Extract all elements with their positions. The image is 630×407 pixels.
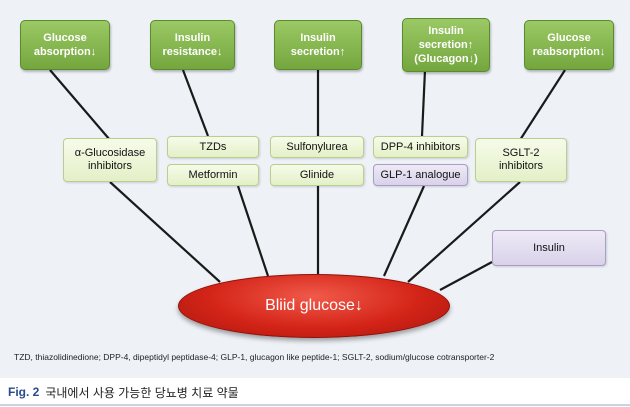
caption-divider xyxy=(0,404,630,406)
drug-glp1-analogue: GLP-1 analogue xyxy=(373,164,468,186)
connector-reabsorption-top xyxy=(519,69,566,141)
diagram-panel: Glucose absorption↓ Insulin resistance↓ … xyxy=(0,0,630,378)
figure-number: Fig. 2 xyxy=(8,385,40,399)
drug-alpha-glucosidase-inhibitors: α-Glucosidase inhibitors xyxy=(63,138,157,182)
center-label: Bliid glucose↓ xyxy=(265,297,363,314)
abbreviation-footnote: TZD, thiazolidinedione; DPP-4, dipeptidy… xyxy=(14,352,495,362)
connector-glucagon-top xyxy=(420,69,427,137)
effect-insulin-secretion-glucagon: Insulin secretion↑ (Glucagon↓) xyxy=(402,18,490,72)
connector-glucagon-bottom xyxy=(382,185,426,277)
figure-caption-text: 국내에서 사용 가능한 당뇨병 치료 약물 xyxy=(45,385,239,400)
effect-insulin-resistance: Insulin resistance↓ xyxy=(150,20,235,70)
drug-metformin: Metformin xyxy=(167,164,259,186)
connector-reabsorption-bottom xyxy=(407,181,521,283)
effect-insulin-secretion: Insulin secretion↑ xyxy=(274,20,362,70)
effect-label: Glucose reabsorption↓ xyxy=(532,32,606,58)
connector-resistance-top xyxy=(181,69,210,137)
drug-glinide: Glinide xyxy=(270,164,364,186)
drug-dpp4-inhibitors: DPP-4 inhibitors xyxy=(373,136,468,158)
effect-label: Glucose absorption↓ xyxy=(33,32,97,58)
connector-absorption-top xyxy=(49,69,111,141)
connector-insulin xyxy=(439,261,493,291)
figure-caption: Fig. 2 국내에서 사용 가능한 당뇨병 치료 약물 xyxy=(8,382,622,402)
connector-resistance-bottom xyxy=(236,185,270,277)
effect-label: Insulin resistance↓ xyxy=(162,32,223,58)
drug-tzds: TZDs xyxy=(167,136,259,158)
connector-lines xyxy=(49,69,566,291)
drug-sglt2-inhibitors: SGLT-2 inhibitors xyxy=(475,138,567,182)
blood-glucose-oval: Bliid glucose↓ xyxy=(178,274,450,338)
effect-glucose-absorption: Glucose absorption↓ xyxy=(20,20,110,70)
drug-insulin: Insulin xyxy=(492,230,606,266)
drug-sulfonylurea: Sulfonylurea xyxy=(270,136,364,158)
effect-label: Insulin secretion↑ xyxy=(290,32,346,58)
effect-glucose-reabsorption: Glucose reabsorption↓ xyxy=(524,20,614,70)
connector-absorption-bottom xyxy=(109,181,221,283)
effect-label: Insulin secretion↑ (Glucagon↓) xyxy=(414,25,478,65)
